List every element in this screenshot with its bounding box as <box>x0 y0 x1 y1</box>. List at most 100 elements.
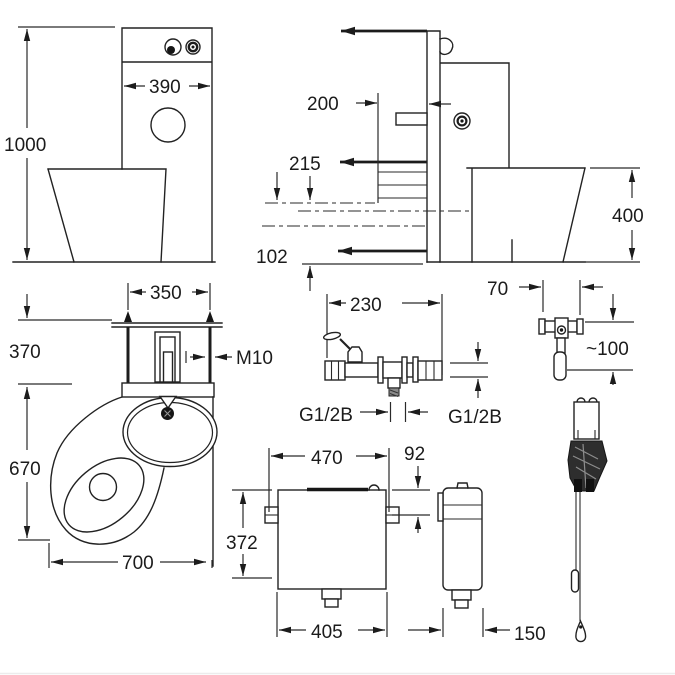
mounting-studs <box>126 327 212 383</box>
pan-plan-outline <box>49 396 165 545</box>
flush-spigot-upper <box>321 588 342 600</box>
dim-overall-height: 1000 <box>4 26 115 260</box>
tap-marker <box>158 395 178 410</box>
cable-ferrule-left <box>574 479 582 492</box>
tap-hole-cross <box>164 410 171 417</box>
dim-label-372: 372 <box>226 533 258 554</box>
valve-bonnet <box>347 346 363 363</box>
dim-outlet-height: 102 <box>256 247 423 291</box>
fitting-screw-dot <box>559 328 564 332</box>
valve-lever-paddle <box>322 331 342 341</box>
inlet-valve-cap <box>368 484 380 491</box>
sensor-icon <box>185 39 201 55</box>
bracket-plate <box>121 382 215 398</box>
inline-sensor-tip <box>570 569 580 593</box>
valve-pipe-left <box>344 362 379 378</box>
cistern-body <box>277 489 387 590</box>
dim-fitting-height: ~100 <box>567 294 634 385</box>
valve-pipe-right <box>406 362 414 378</box>
fitting-cap-left <box>538 318 546 335</box>
extension-lines <box>542 280 581 315</box>
button-outer-ring <box>453 112 471 130</box>
dim-label-390: 390 <box>149 77 181 98</box>
cistern-front-view: 470 92 372 405 <box>226 444 430 643</box>
cistern-side-body <box>442 487 483 591</box>
dim-bracket-depth: 370 <box>9 294 112 385</box>
hex-left-facets <box>330 361 340 380</box>
dim-cistern-bottom-width: 405 <box>276 592 388 643</box>
dim-cistern-depth: 150 <box>408 608 546 645</box>
dim-label-70: 70 <box>487 279 508 300</box>
dim-stud-thread: M10 <box>185 348 273 369</box>
extension-lines <box>48 543 213 568</box>
dim-fitting-width: 70 <box>487 279 603 315</box>
extension-lines <box>268 448 390 512</box>
dim-lug-offset: 92 <box>392 444 430 533</box>
fitting-center-block <box>554 317 569 339</box>
dim-label-150: 150 <box>514 624 546 645</box>
tee-body <box>382 361 403 379</box>
dim-overall-length: 700 <box>48 543 213 574</box>
sensor-cable-view <box>567 397 608 643</box>
dim-label-370: 370 <box>9 342 41 363</box>
tee-outlet <box>387 377 401 389</box>
extension-lines <box>392 489 430 516</box>
dim-cistern-top-width: 470 <box>268 448 390 512</box>
connector-box-detail <box>577 430 596 439</box>
nozzle-hatch <box>389 389 399 397</box>
dim-label-470: 470 <box>311 448 343 469</box>
wall-hook <box>439 37 454 56</box>
cistern-side-nub <box>456 482 469 489</box>
mounting-rail <box>111 322 223 328</box>
dim-label-405: 405 <box>311 622 343 643</box>
dim-label-350: 350 <box>150 283 182 304</box>
button-dot <box>460 119 464 123</box>
label-g12b-connection: G1/2B <box>448 407 502 428</box>
wc-front-view: 1000 390 <box>4 26 216 263</box>
dim-inlet-height: 215 <box>273 154 321 200</box>
dim-label-215: 215 <box>289 154 321 175</box>
valve-hex-left <box>324 360 346 381</box>
dispenser-icon <box>164 38 182 56</box>
dim-label-230: 230 <box>350 295 382 316</box>
flush-spigot-lower <box>324 598 339 608</box>
dim-panel-depth: 200 <box>307 93 451 203</box>
side-spigot-lower <box>454 599 469 609</box>
fitting-cap-right <box>576 318 584 335</box>
hex-right-facets <box>425 361 435 380</box>
connector-ears <box>576 397 598 403</box>
extension-lines <box>276 592 388 637</box>
tee-flange-left <box>377 356 384 384</box>
dim-label-400: 400 <box>612 206 644 227</box>
tick-lines <box>389 402 407 422</box>
extension-lines <box>567 321 634 371</box>
dim-label-100: ~100 <box>586 339 629 360</box>
cable-wires <box>575 492 581 621</box>
fitting-neck <box>556 337 566 354</box>
tee-flange-right <box>401 356 408 384</box>
side-button-icon <box>453 112 471 130</box>
push-button-icon <box>164 38 182 56</box>
dim-cistern-height: 372 <box>226 489 272 579</box>
stud-tips <box>124 311 214 322</box>
cable-end-dot <box>579 625 583 629</box>
wc-side-view: 200 215 102 400 <box>256 26 644 291</box>
valve-hex-right <box>417 360 443 381</box>
panel-outline <box>121 27 213 263</box>
label-g12b-outlet: G1/2B <box>299 405 353 426</box>
push-button-dot <box>167 46 175 54</box>
sensor-outer-ring <box>185 39 201 55</box>
extension-lines <box>232 489 272 579</box>
connection-ladder-lines <box>378 171 427 199</box>
dim-label-102: 102 <box>256 247 288 268</box>
dim-label-200: 200 <box>307 94 339 115</box>
extension-lines <box>585 167 640 263</box>
side-spigot-upper <box>451 589 472 601</box>
dim-label-92: 92 <box>404 444 425 465</box>
dim-pan-height: 400 <box>585 167 644 263</box>
panel-side-outline <box>426 30 510 263</box>
dim-bowl-length: 670 <box>9 387 50 541</box>
dim-rail-width: 350 <box>127 283 211 310</box>
flush-valve-view: 230 G1/2B G1/2B <box>299 294 502 428</box>
